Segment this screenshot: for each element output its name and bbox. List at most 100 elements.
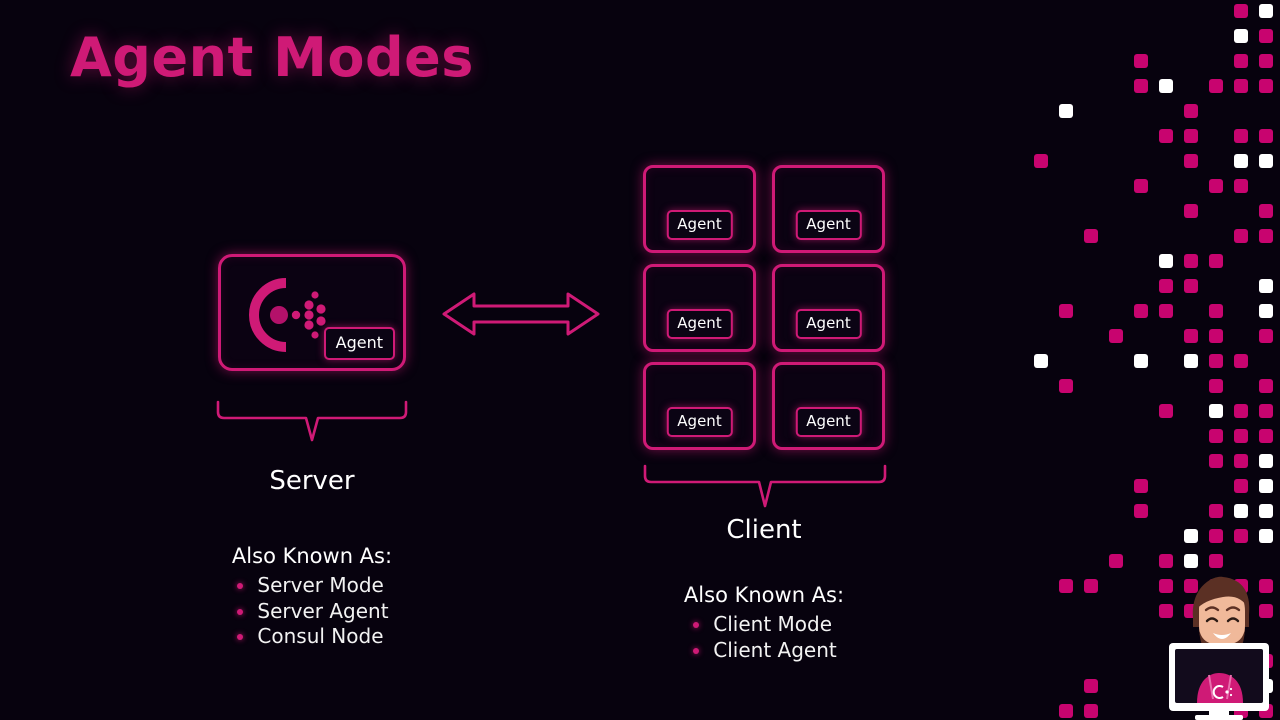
list-item: Client Agent	[691, 637, 837, 664]
client-node-grid: Agent Agent Agent Agent Agent Agent	[643, 165, 885, 450]
decor-square	[1234, 54, 1248, 68]
decor-square	[1259, 129, 1273, 143]
list-item-label: Client Agent	[713, 637, 837, 662]
bullet-icon	[693, 647, 700, 654]
decor-square	[1209, 79, 1223, 93]
decor-square	[1259, 429, 1273, 443]
list-item: Client Mode	[691, 612, 836, 638]
client-node-box[interactable]: Agent	[772, 264, 885, 352]
decor-square	[1134, 179, 1148, 193]
decor-square	[1159, 129, 1173, 143]
client-agent-badge[interactable]: Agent	[666, 210, 733, 240]
decor-square	[1059, 304, 1073, 318]
client-node-box[interactable]: Agent	[772, 165, 885, 253]
client-node-box[interactable]: Agent	[643, 165, 756, 253]
decor-square	[1059, 704, 1073, 718]
decor-square	[1259, 4, 1273, 18]
decor-square	[1234, 529, 1248, 543]
server-aka-block: Also Known As: Server Mode Server Agent …	[188, 544, 436, 650]
decor-square	[1109, 329, 1123, 343]
list-item: Consul Node	[235, 624, 388, 650]
decor-square	[1234, 79, 1248, 93]
decor-square	[1234, 404, 1248, 418]
decor-square	[1259, 504, 1273, 518]
server-agent-badge[interactable]: Agent	[323, 327, 395, 360]
client-aka-title: Also Known As:	[683, 583, 845, 607]
server-aka-title: Also Known As:	[231, 544, 393, 568]
list-item-label: Consul Node	[257, 624, 384, 648]
decor-square	[1084, 229, 1098, 243]
decor-square	[1159, 279, 1173, 293]
bullet-icon	[237, 583, 244, 589]
decor-square	[1134, 479, 1148, 493]
client-group-label: Client	[726, 515, 802, 545]
decor-square	[1209, 529, 1223, 543]
decor-square	[1159, 254, 1173, 268]
decor-square	[1259, 154, 1273, 168]
client-aka-list: Client Mode Client Agent	[691, 612, 837, 664]
decor-square	[1184, 154, 1198, 168]
decor-square	[1209, 329, 1223, 343]
client-agent-badge[interactable]: Agent	[795, 309, 862, 339]
decor-square	[1234, 29, 1248, 43]
server-node-box[interactable]: Agent	[218, 254, 406, 371]
client-node-box[interactable]: Agent	[643, 362, 756, 450]
decor-square	[1234, 129, 1248, 143]
presenter-webcam-avatar	[1157, 565, 1280, 720]
decor-square	[1134, 54, 1148, 68]
client-node-box[interactable]: Agent	[772, 362, 885, 450]
decor-square	[1259, 379, 1273, 393]
decor-square	[1134, 354, 1148, 368]
decor-square	[1134, 504, 1148, 518]
decor-square	[1159, 79, 1173, 93]
decor-square	[1234, 454, 1248, 468]
decor-square	[1259, 304, 1273, 318]
decor-square	[1234, 479, 1248, 493]
page-title: Agent Modes	[70, 26, 474, 89]
decor-square	[1259, 279, 1273, 293]
decor-square	[1184, 104, 1198, 118]
decor-square	[1234, 179, 1248, 193]
list-item-label: Server Mode	[257, 573, 384, 597]
decor-square	[1084, 579, 1098, 593]
decor-square	[1184, 204, 1198, 218]
decor-square	[1184, 129, 1198, 143]
decor-square	[1259, 229, 1273, 243]
decor-square	[1109, 554, 1123, 568]
list-item-label: Client Mode	[713, 612, 833, 636]
decor-square	[1259, 79, 1273, 93]
client-agent-badge[interactable]: Agent	[666, 407, 733, 437]
decor-square	[1259, 29, 1273, 43]
decor-square	[1034, 354, 1048, 368]
decor-square	[1234, 154, 1248, 168]
server-group-bracket	[216, 400, 408, 442]
consul-logo-icon	[239, 273, 335, 357]
decor-square	[1059, 104, 1073, 118]
decor-square	[1234, 229, 1248, 243]
decor-square	[1259, 404, 1273, 418]
decor-square	[1134, 79, 1148, 93]
list-item-label: Server Agent	[257, 598, 389, 623]
decor-square	[1259, 54, 1273, 68]
client-agent-badge[interactable]: Agent	[795, 407, 862, 437]
client-node-box[interactable]: Agent	[643, 264, 756, 352]
client-group-bracket	[643, 464, 887, 508]
decor-square	[1234, 504, 1248, 518]
decor-square	[1259, 204, 1273, 218]
client-aka-block: Also Known As: Client Mode Client Agent	[640, 583, 888, 663]
bullet-icon	[237, 608, 244, 615]
decor-square	[1234, 429, 1248, 443]
client-agent-badge[interactable]: Agent	[795, 210, 862, 240]
decor-square	[1209, 504, 1223, 518]
decor-square	[1209, 454, 1223, 468]
decor-square	[1259, 329, 1273, 343]
decor-square	[1209, 179, 1223, 193]
decor-square	[1259, 529, 1273, 543]
decor-square	[1184, 529, 1198, 543]
bidirectional-arrow-icon	[440, 288, 602, 340]
server-aka-list: Server Mode Server Agent Consul Node	[235, 573, 389, 650]
decor-square	[1059, 379, 1073, 393]
decor-square	[1159, 304, 1173, 318]
decor-square	[1184, 354, 1198, 368]
client-agent-badge[interactable]: Agent	[666, 309, 733, 339]
